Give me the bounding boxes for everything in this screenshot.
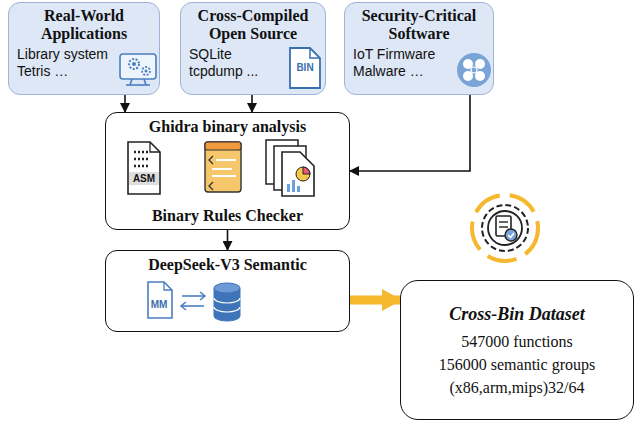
security-icon: [457, 53, 491, 87]
gear-cycle-icon: [472, 195, 538, 261]
semantic-icon: [148, 282, 240, 321]
box-text: 547000 functions: [461, 330, 573, 353]
box-text: Binary Rules Checker: [152, 206, 303, 225]
box-heading: Ghidra binary analysis: [149, 117, 306, 136]
box-text: SQLite tcpdump ...: [189, 46, 285, 80]
box-text: (x86,arm,mips)32/64: [449, 376, 584, 399]
box-heading: Cross-Bin Dataset: [449, 302, 585, 326]
box-text: IoT Firmware Malware …: [353, 46, 453, 80]
flow-arrow: [350, 296, 400, 305]
box-heading: Security-Critical Software: [353, 7, 485, 43]
source-box: Real-World ApplicationsLibrary system Te…: [8, 2, 160, 95]
connector: [124, 95, 126, 112]
asm-file-icon: [128, 142, 160, 194]
connector: [227, 230, 229, 250]
box-text: 156000 semantic groups: [439, 353, 595, 376]
code-file-icon: [205, 142, 241, 192]
box-heading: Cross-Compiled Open Source: [189, 7, 317, 43]
app-icon: [120, 54, 156, 85]
box-heading: Real-World Applications: [17, 7, 151, 43]
dataset-box: Cross-Bin Dataset 547000 functions156000 …: [400, 280, 634, 420]
bin-file-icon: [290, 48, 320, 88]
icon-label: MM: [151, 300, 168, 310]
icon-label: ASM: [133, 174, 155, 184]
report-icon: [266, 140, 314, 196]
box-text: Library system Tetris …: [17, 46, 121, 80]
box-heading: DeepSeek-V3 Semantic: [148, 255, 307, 274]
connector: [350, 95, 470, 171]
connector: [251, 95, 253, 112]
icon-label: BIN: [296, 63, 313, 73]
